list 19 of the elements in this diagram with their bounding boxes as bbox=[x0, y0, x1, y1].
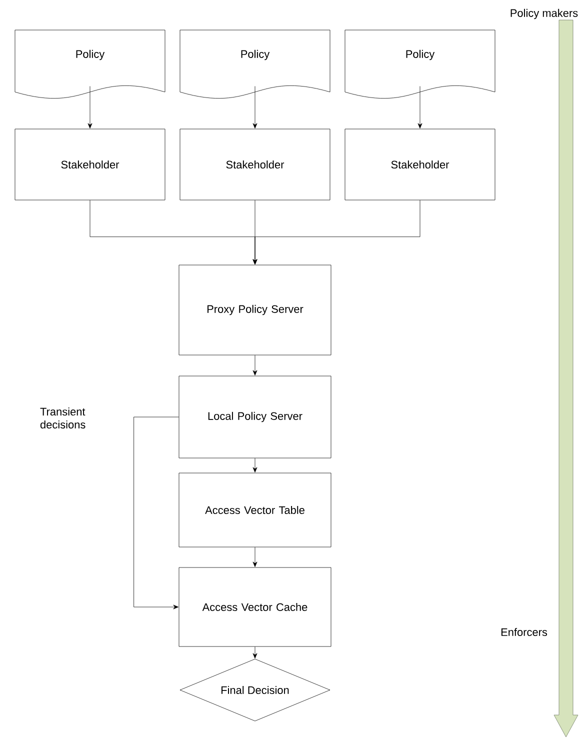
axis-label: Policy makers bbox=[510, 8, 578, 20]
edge-label: Transient decisions bbox=[40, 408, 86, 428]
arrow bbox=[252, 355, 258, 376]
process-box: Local Policy Server bbox=[178, 376, 332, 458]
process-box: Access Vector Table bbox=[178, 472, 332, 548]
arrow bbox=[418, 86, 422, 128]
arrow bbox=[252, 200, 420, 264]
process-box: Access Vector Cache bbox=[178, 567, 332, 647]
process-box: Stakeholder bbox=[180, 128, 330, 200]
arrow bbox=[88, 86, 92, 128]
process-box: Proxy Policy Server bbox=[178, 264, 332, 356]
arrow bbox=[252, 646, 258, 658]
process-box: Stakeholder bbox=[14, 128, 166, 200]
arrow bbox=[134, 416, 179, 610]
arrow bbox=[252, 547, 258, 567]
arrow bbox=[252, 458, 258, 472]
arrow bbox=[252, 86, 258, 128]
process-box: Stakeholder bbox=[344, 128, 496, 200]
axis-label: Enforcers bbox=[501, 628, 548, 636]
